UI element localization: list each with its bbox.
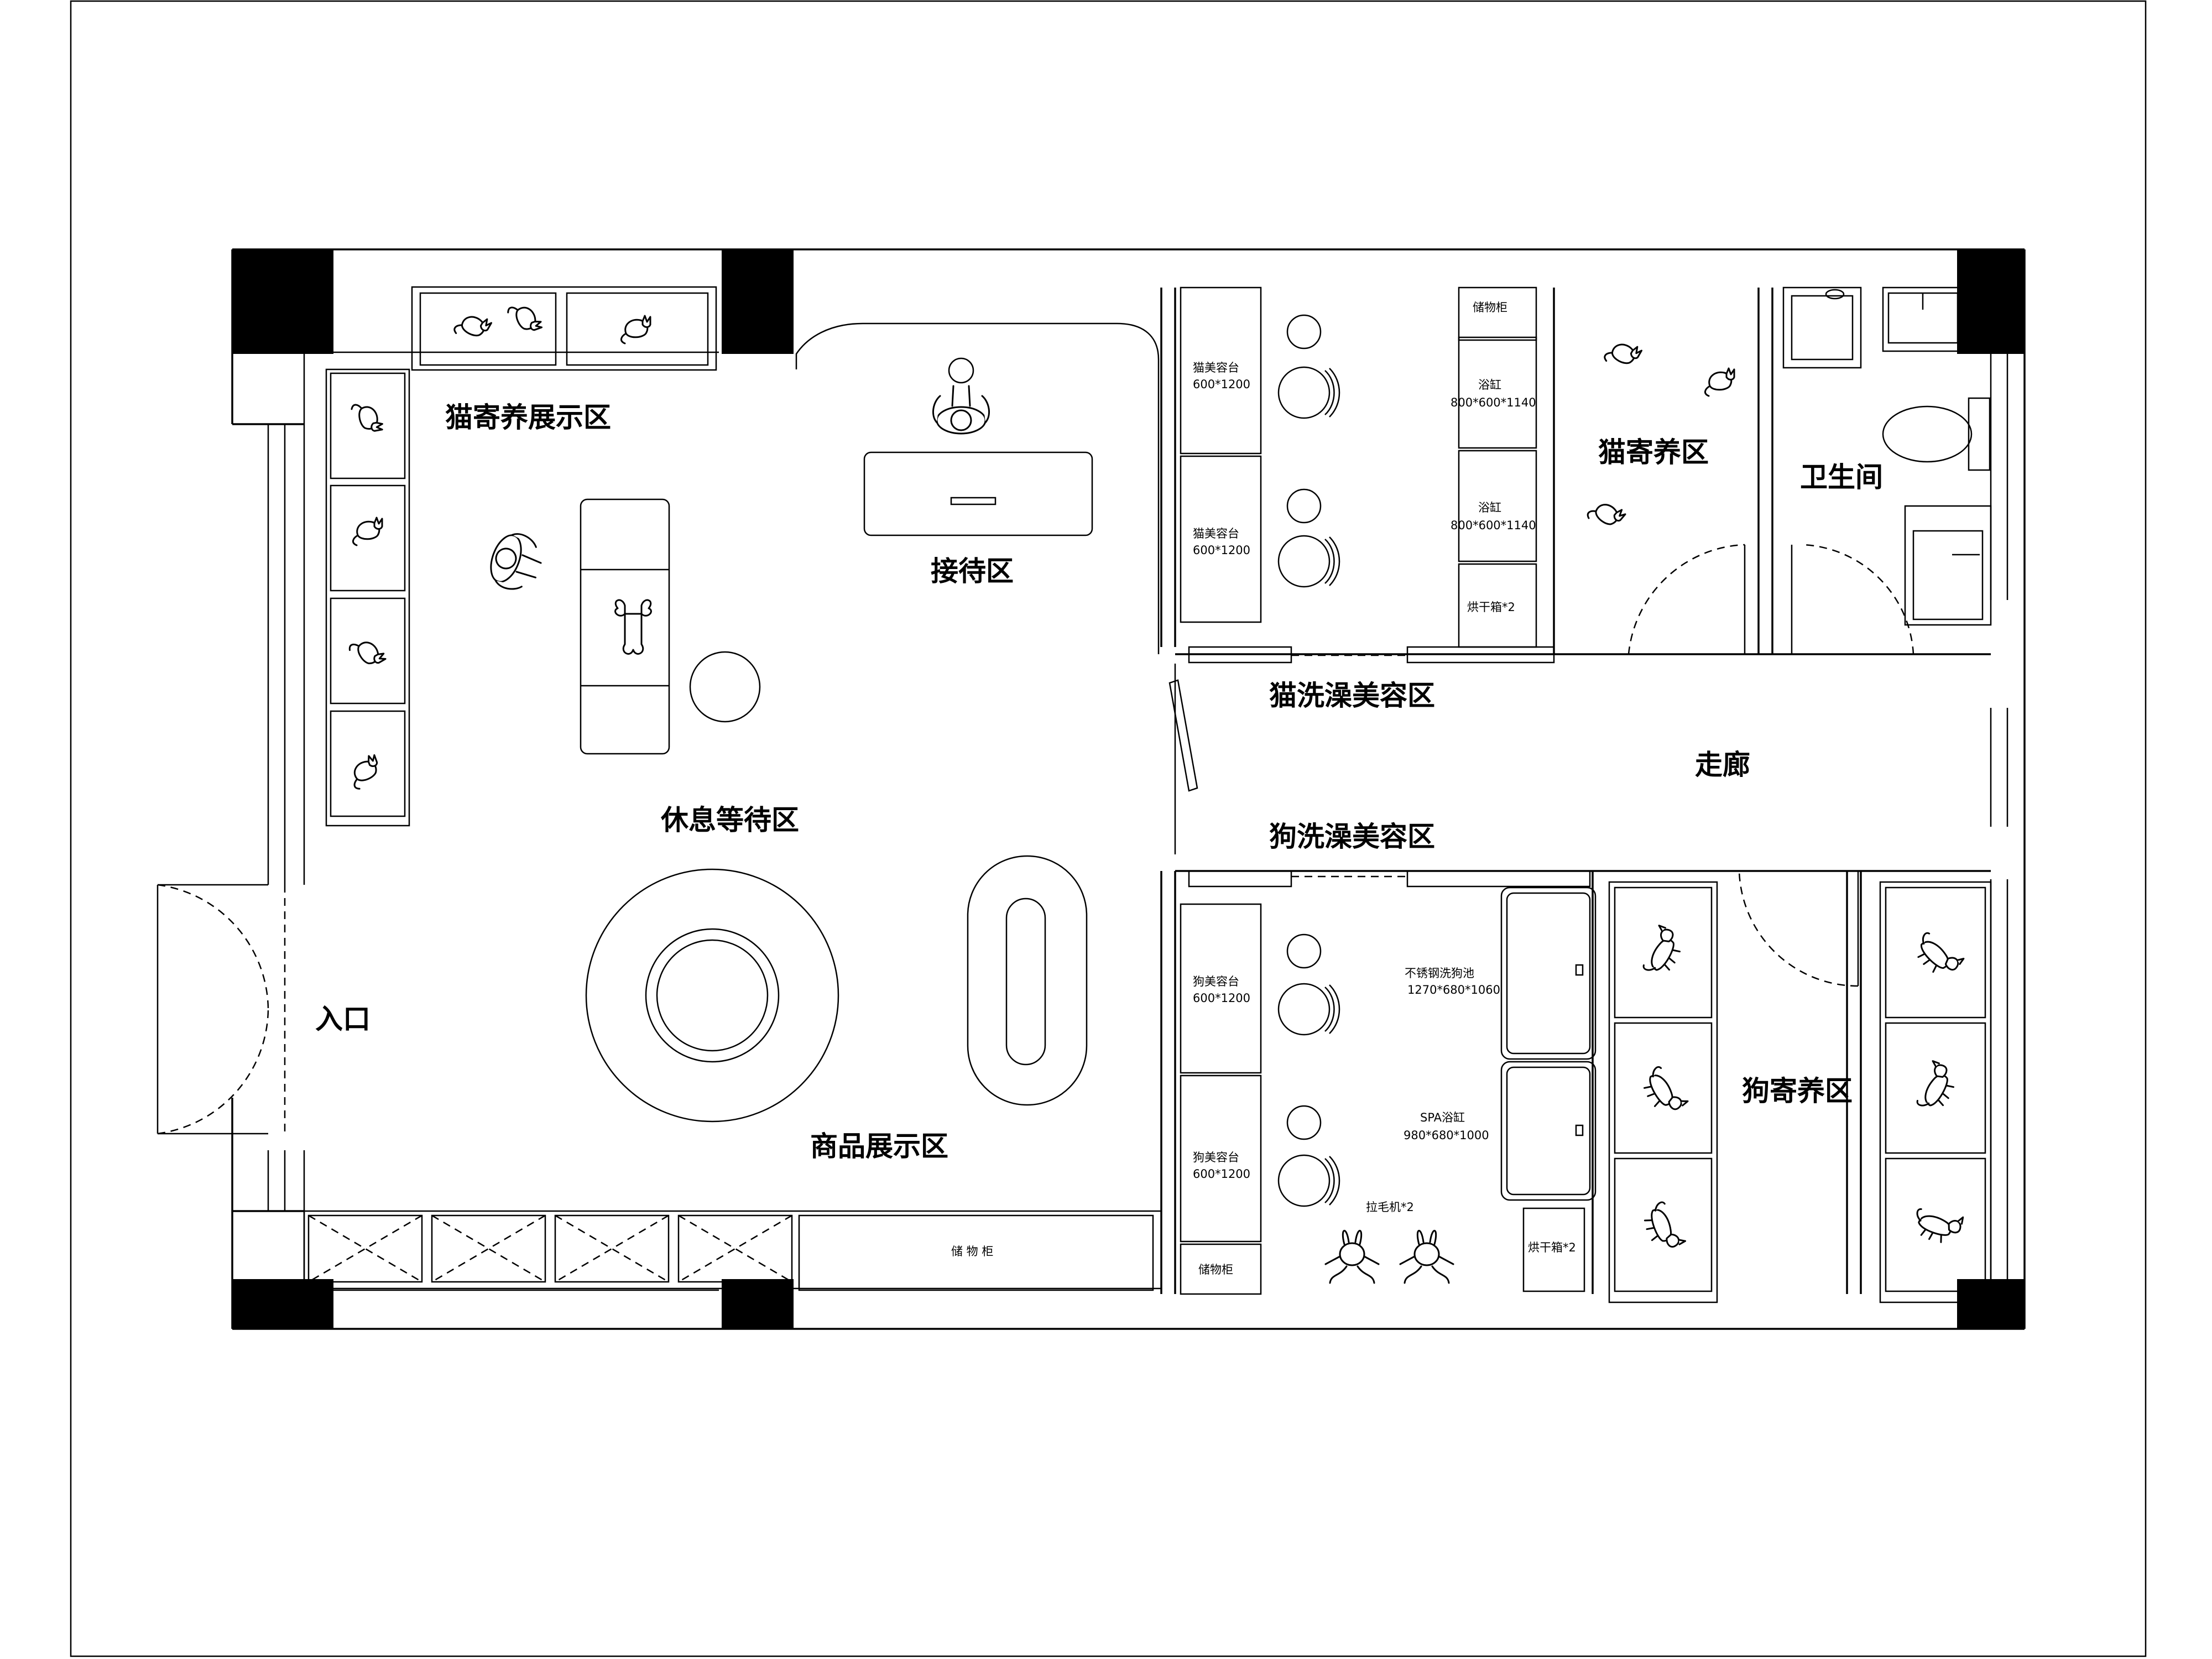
label-dog-table-2-size: 600*1200 [1193, 1167, 1250, 1181]
dog-grooming-fixtures [1180, 886, 1597, 1295]
label-dog-boarding: 狗寄养区 [1742, 1075, 1853, 1107]
label-tub-2-size: 800*600*1140 [1451, 519, 1536, 532]
drawing-frame [70, 0, 2147, 1657]
label-dog-table-2-name: 狗美容台 [1193, 1151, 1239, 1164]
label-entrance: 入口 [315, 1003, 371, 1035]
label-cat-table-2-name: 猫美容台 [1193, 527, 1239, 540]
label-dog-table-1-name: 狗美容台 [1193, 975, 1239, 988]
label-dog-storage: 储物柜 [1198, 1263, 1233, 1276]
label-cat-table-1-name: 猫美容台 [1193, 361, 1239, 374]
label-tub-2-name: 浴缸 [1478, 501, 1501, 514]
label-cat-grooming: 猫洗澡美容区 [1269, 680, 1435, 712]
structural-pillars [232, 249, 2025, 1329]
dog-boarding [1608, 881, 1992, 1303]
label-cat-boarding: 猫寄养区 [1598, 436, 1709, 468]
cat-display-top [411, 286, 717, 371]
label-reception: 接待区 [931, 555, 1014, 587]
cat-display-left [325, 368, 410, 827]
cat-grooming-fixtures [1180, 286, 1537, 648]
front-storage [303, 1210, 1162, 1291]
label-lounge: 休息等待区 [660, 804, 799, 836]
label-dog-grooming: 狗洗澡美容区 [1269, 821, 1435, 853]
cat-boarding [1585, 334, 1735, 536]
label-cat-table-2-size: 600*1200 [1193, 544, 1250, 557]
label-dog-table-1-size: 600*1200 [1193, 992, 1250, 1005]
label-spa-tub-size: 980*680*1000 [1404, 1129, 1489, 1142]
interior-walls [1160, 288, 1991, 1294]
lounge-furniture [483, 498, 1088, 1123]
label-spa-tub-name: SPA浴缸 [1420, 1111, 1465, 1124]
label-cat-table-1-size: 600*1200 [1193, 378, 1250, 391]
room-doors [1627, 544, 1914, 987]
label-tub-1-name: 浴缸 [1478, 378, 1501, 392]
label-cat-storage: 储物柜 [1473, 301, 1507, 314]
label-cat-display: 猫寄养展示区 [445, 401, 611, 434]
window-strips [267, 354, 2008, 1294]
toilet-fixtures [1782, 286, 1992, 626]
label-toilet: 卫生间 [1800, 461, 1883, 493]
label-steel-tub-size: 1270*680*1060 [1407, 983, 1500, 997]
label-dryer-dog: 烘干箱*2 [1528, 1241, 1576, 1254]
entrance-door [156, 884, 286, 1135]
label-front-storage: 储 物 柜 [951, 1245, 993, 1258]
reception-desk [795, 322, 1160, 654]
label-dryer-cat: 烘干箱*2 [1467, 601, 1515, 614]
label-merch: 商品展示区 [810, 1130, 948, 1162]
label-corridor: 走廊 [1695, 749, 1750, 781]
label-hair-puller: 拉毛机*2 [1366, 1201, 1414, 1214]
label-tub-1-size: 800*600*1140 [1451, 396, 1536, 409]
label-steel-tub-name: 不锈钢洗狗池 [1405, 967, 1474, 980]
